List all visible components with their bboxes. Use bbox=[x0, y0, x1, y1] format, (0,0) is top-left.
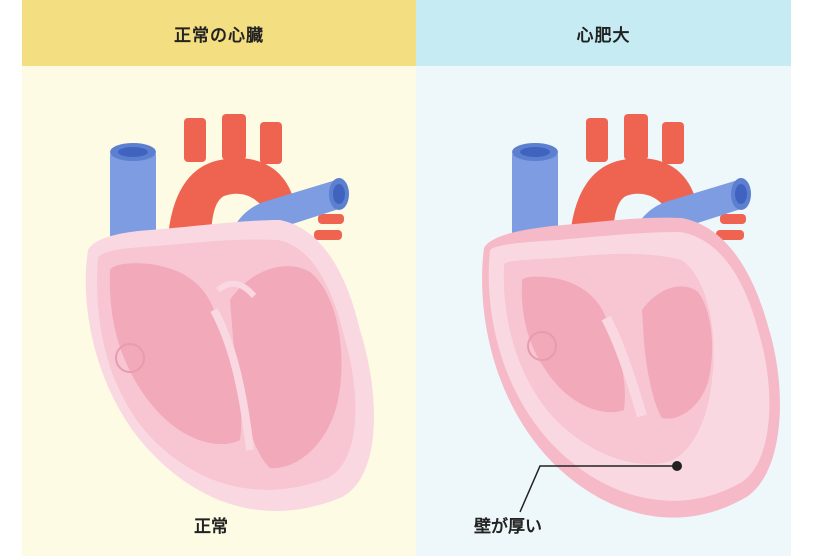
hypertrophy-caption: 壁が厚い bbox=[474, 512, 542, 537]
hypertrophy-heart-illustration bbox=[482, 114, 780, 518]
normal-heart-caption: 正常 bbox=[194, 512, 228, 537]
normal-heart-illustration bbox=[86, 114, 374, 511]
